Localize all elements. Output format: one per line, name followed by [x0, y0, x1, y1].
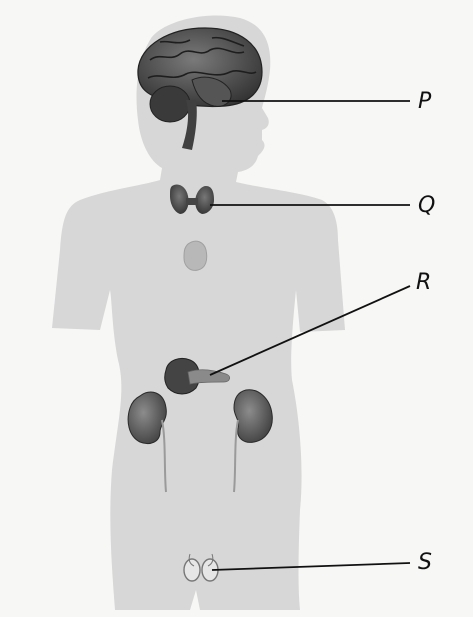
label-r: R	[416, 272, 431, 294]
thymus-gland	[184, 241, 207, 270]
label-s: S	[418, 552, 432, 574]
label-q: Q	[418, 195, 435, 217]
label-p: P	[418, 91, 431, 113]
